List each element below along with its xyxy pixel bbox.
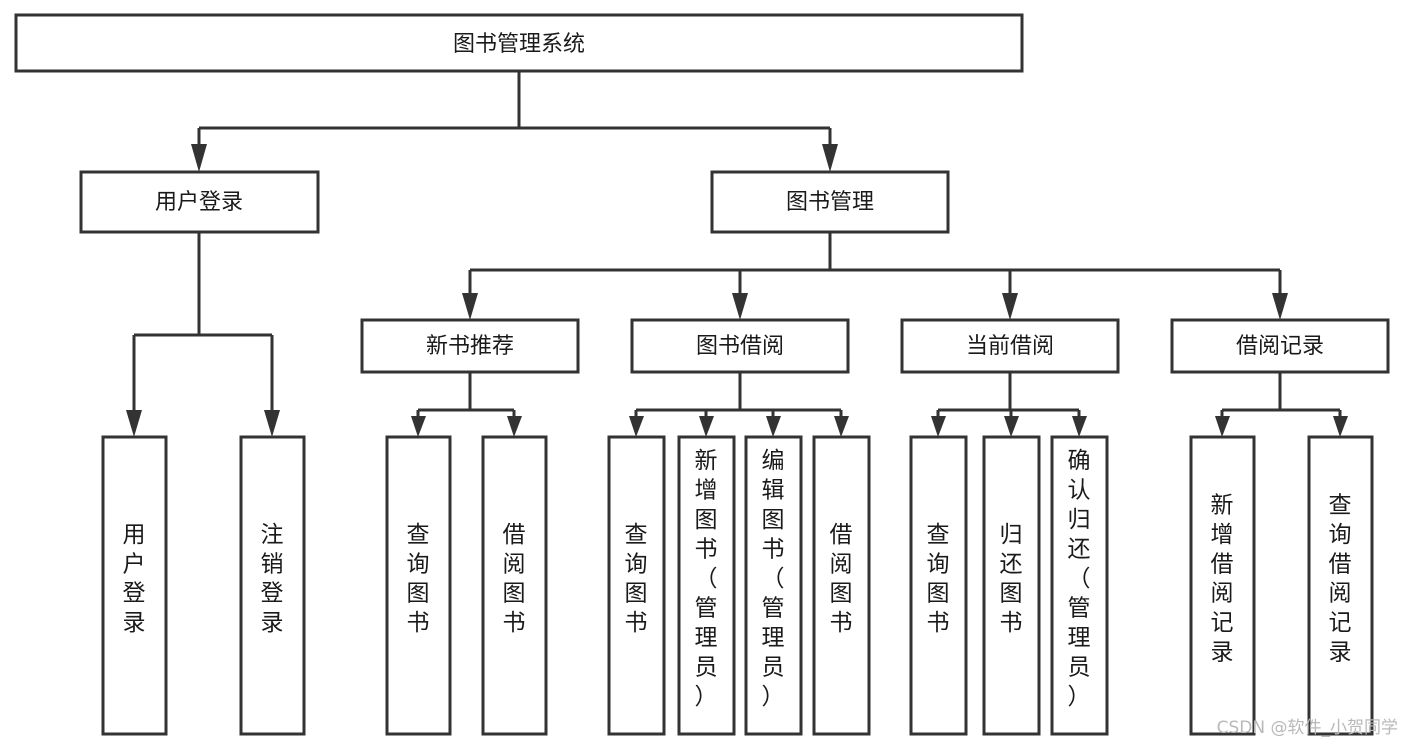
node-current-borrow-box[interactable] — [900, 318, 1120, 374]
node-leaf-query-book-1-label: 查询图书 — [407, 522, 430, 636]
arrow-leaf-query-record — [1333, 416, 1348, 437]
node-leaf-logout[interactable]: 注销登录 — [239, 435, 306, 736]
arrow-leaf-borrow-book-2 — [834, 416, 849, 437]
node-leaf-return-book-box[interactable] — [982, 435, 1041, 736]
node-user-login[interactable]: 用户登录 — [79, 170, 320, 234]
node-book-management[interactable]: 图书管理 — [710, 170, 950, 234]
node-leaf-edit-book[interactable]: 编辑图书（管理员） — [744, 435, 803, 736]
arrow-leaf-return-book — [1004, 416, 1019, 437]
node-leaf-add-book-box[interactable] — [677, 435, 736, 736]
node-user-login-label: 用户登录 — [155, 190, 243, 215]
arrow-leaf-add-book — [699, 416, 714, 437]
node-leaf-edit-book-box[interactable] — [744, 435, 803, 736]
node-leaf-return-book-label: 归还图书 — [1000, 522, 1023, 636]
node-book-borrow[interactable]: 图书借阅 — [630, 318, 850, 374]
node-current-borrow[interactable]: 当前借阅 — [900, 318, 1120, 374]
node-root-box[interactable] — [14, 13, 1024, 73]
node-borrow-records-label: 借阅记录 — [1236, 334, 1324, 359]
node-root-label: 图书管理系统 — [453, 32, 585, 57]
node-leaf-borrow-book-1-box[interactable] — [481, 435, 548, 736]
node-new-book-recommend-box[interactable] — [360, 318, 580, 374]
arrow-leaf-confirm-return — [1072, 416, 1087, 437]
arrow-book-borrow — [732, 293, 748, 320]
node-leaf-query-book-1-box[interactable] — [385, 435, 452, 736]
node-leaf-query-book-2-label: 查询图书 — [625, 522, 648, 636]
node-leaf-add-record-box[interactable] — [1189, 435, 1256, 736]
node-leaf-borrow-book-1-label: 借阅图书 — [503, 522, 526, 636]
arrow-leaf-add-record — [1215, 416, 1230, 437]
node-leaf-query-book-3[interactable]: 查询图书 — [909, 435, 968, 736]
node-borrow-records[interactable]: 借阅记录 — [1170, 318, 1390, 374]
node-leaf-borrow-book-1[interactable]: 借阅图书 — [481, 435, 548, 736]
node-leaf-confirm-return-label: 确认归还（管理员） — [1068, 448, 1091, 710]
arrow-current-borrow — [1002, 293, 1018, 320]
csdn-watermark: CSDN @软件_小贺同学 — [1217, 718, 1398, 738]
node-leaf-query-book-3-label: 查询图书 — [927, 522, 950, 636]
node-leaf-add-book[interactable]: 新增图书（管理员） — [677, 435, 736, 736]
node-leaf-query-book-3-box[interactable] — [909, 435, 968, 736]
node-leaf-user-login-label: 用户登录 — [123, 522, 146, 636]
node-user-login-box[interactable] — [79, 170, 320, 234]
node-current-borrow-label: 当前借阅 — [966, 334, 1054, 359]
connector-layer — [126, 71, 1348, 437]
node-leaf-add-record[interactable]: 新增借阅记录 — [1189, 435, 1256, 736]
node-leaf-query-book-2-box[interactable] — [607, 435, 666, 736]
node-leaf-query-book-2[interactable]: 查询图书 — [607, 435, 666, 736]
arrow-leaf-query-book-3 — [931, 416, 946, 437]
node-new-book-recommend[interactable]: 新书推荐 — [360, 318, 580, 374]
node-leaf-add-record-label: 新增借阅记录 — [1211, 492, 1234, 665]
node-borrow-records-box[interactable] — [1170, 318, 1390, 374]
node-leaf-return-book[interactable]: 归还图书 — [982, 435, 1041, 736]
node-new-book-recommend-label: 新书推荐 — [426, 334, 514, 359]
node-leaf-query-book-1[interactable]: 查询图书 — [385, 435, 452, 736]
arrow-leaf-query-book-1 — [411, 416, 426, 437]
arrow-leaf-user-login — [126, 410, 142, 437]
node-leaf-borrow-book-2[interactable]: 借阅图书 — [812, 435, 871, 736]
node-leaf-edit-book-label: 编辑图书（管理员） — [762, 448, 785, 710]
node-leaf-logout-box[interactable] — [239, 435, 306, 736]
arrow-leaf-logout — [264, 410, 280, 437]
node-leaf-add-book-label: 新增图书（管理员） — [695, 448, 718, 710]
node-layer: 图书管理系统 用户登录 图书管理 新书推荐 图书借阅 — [14, 13, 1390, 736]
arrow-leaf-edit-book — [766, 416, 781, 437]
node-root[interactable]: 图书管理系统 — [14, 13, 1024, 73]
node-leaf-borrow-book-2-box[interactable] — [812, 435, 871, 736]
node-leaf-user-login-box[interactable] — [101, 435, 168, 736]
arrow-book-management — [822, 144, 838, 172]
node-leaf-query-record-label: 查询借阅记录 — [1329, 492, 1352, 665]
node-leaf-query-record[interactable]: 查询借阅记录 — [1307, 435, 1374, 736]
node-leaf-logout-label: 注销登录 — [261, 522, 284, 636]
arrow-borrow-records — [1272, 293, 1288, 320]
arrow-leaf-query-book-2 — [629, 416, 644, 437]
arrow-leaf-borrow-book-1 — [507, 416, 522, 437]
node-leaf-confirm-return-box[interactable] — [1050, 435, 1109, 736]
node-leaf-borrow-book-2-label: 借阅图书 — [830, 522, 853, 636]
node-leaf-user-login[interactable]: 用户登录 — [101, 435, 168, 736]
node-book-borrow-box[interactable] — [630, 318, 850, 374]
node-leaf-confirm-return[interactable]: 确认归还（管理员） — [1050, 435, 1109, 736]
arrow-new-book-recommend — [462, 293, 478, 320]
node-book-management-label: 图书管理 — [786, 190, 874, 215]
node-book-borrow-label: 图书借阅 — [696, 334, 784, 359]
node-book-management-box[interactable] — [710, 170, 950, 234]
arrow-user-login — [191, 144, 207, 172]
node-leaf-query-record-box[interactable] — [1307, 435, 1374, 736]
